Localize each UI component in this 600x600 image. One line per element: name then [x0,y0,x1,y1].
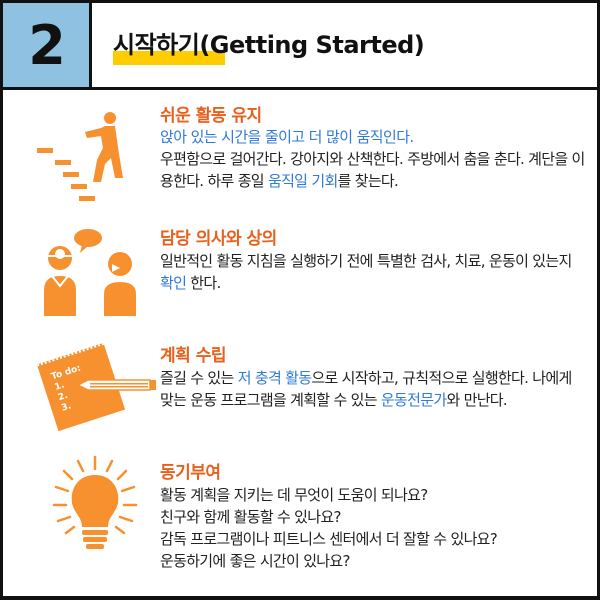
section-text: 즐길 수 있는 저 충격 활동으로 시작하고, 규칙적으로 실행한다. 나에게 … [160,367,585,411]
section-easy-activity: 쉬운 활동 유지 앉아 있는 시간을 줄이고 더 많이 움직인다. 우편함으로 … [160,105,585,192]
section-consult-doctor: 담당 의사와 상의 일반적인 활동 지침을 실행하기 전에 특별한 검사, 치료… [160,228,585,294]
highlight-text: 저 충격 활동 [237,369,312,387]
highlight-text: 움직일 기회 [267,172,338,190]
section-title: 계획 수립 [160,346,226,366]
section-text: 일반적인 활동 지침을 실행하기 전에 특별한 검사, 치료, 운동이 있는지 … [160,250,585,294]
section-title: 담당 의사와 상의 [160,229,277,249]
question-line: 감독 프로그램이나 피트니스 센터에서 더 잘할 수 있나요? [160,530,498,548]
highlight-text: 확인 [160,274,187,292]
person-climbing-stairs-icon [37,112,123,201]
text-part: 한다. [186,274,221,292]
page-title: 시작하기(Getting Started) [113,31,425,59]
todo-list-pencil-icon: To do: 1. 2. 3. [36,342,158,432]
text-part: 일반적인 활동 지침을 실행하기 전에 특별한 검사, 치료, 운동이 있는지 [160,252,572,270]
section-motivation: 동기부여 활동 계획을 지키는 데 무엇이 도움이 되나요? 친구와 함께 활동… [160,462,585,572]
text-part: 우편함으로 걸어간다. 강아지와 산책한다. 주방에서 춤을 춘다. 계단을 이… [160,150,585,190]
highlight-text: 운동전문가 [380,391,447,409]
question-line: 활동 계획을 지키는 데 무엇이 도움이 되나요? [160,486,428,504]
section-make-plan: 계획 수립 즐길 수 있는 저 충격 활동으로 시작하고, 규칙적으로 실행한다… [160,345,585,411]
text-part: 즐길 수 있는 [160,369,238,387]
title-wrap: 시작하기(Getting Started) [113,25,425,65]
question-line: 친구와 함께 활동할 수 있나요? [160,508,341,526]
text-part: 를 찾는다. [337,172,399,190]
question-line: 운동하기에 좋은 시간이 있나요? [160,552,350,570]
title-highlight [113,51,225,65]
section-number-box: 2 [3,3,92,87]
lightbulb-icon [52,455,138,549]
doctor-consultation-icon [44,229,136,316]
section-text: 우편함으로 걸어간다. 강아지와 산책한다. 주방에서 춤을 춘다. 계단을 이… [160,148,585,192]
text-part: 으로 시작하고, 규칙적으로 실행한다. 나에게 맞는 운동 프로그램을 계획할… [160,369,572,409]
section-title: 동기부여 [160,463,221,483]
section-subtitle: 앉아 있는 시간을 줄이고 더 많이 움직인다. [160,128,414,146]
section-number: 2 [28,13,66,77]
header-bar: 2 시작하기(Getting Started) [0,0,600,90]
text-part: 와 만난다. [446,391,507,409]
section-title: 쉬운 활동 유지 [160,106,262,126]
